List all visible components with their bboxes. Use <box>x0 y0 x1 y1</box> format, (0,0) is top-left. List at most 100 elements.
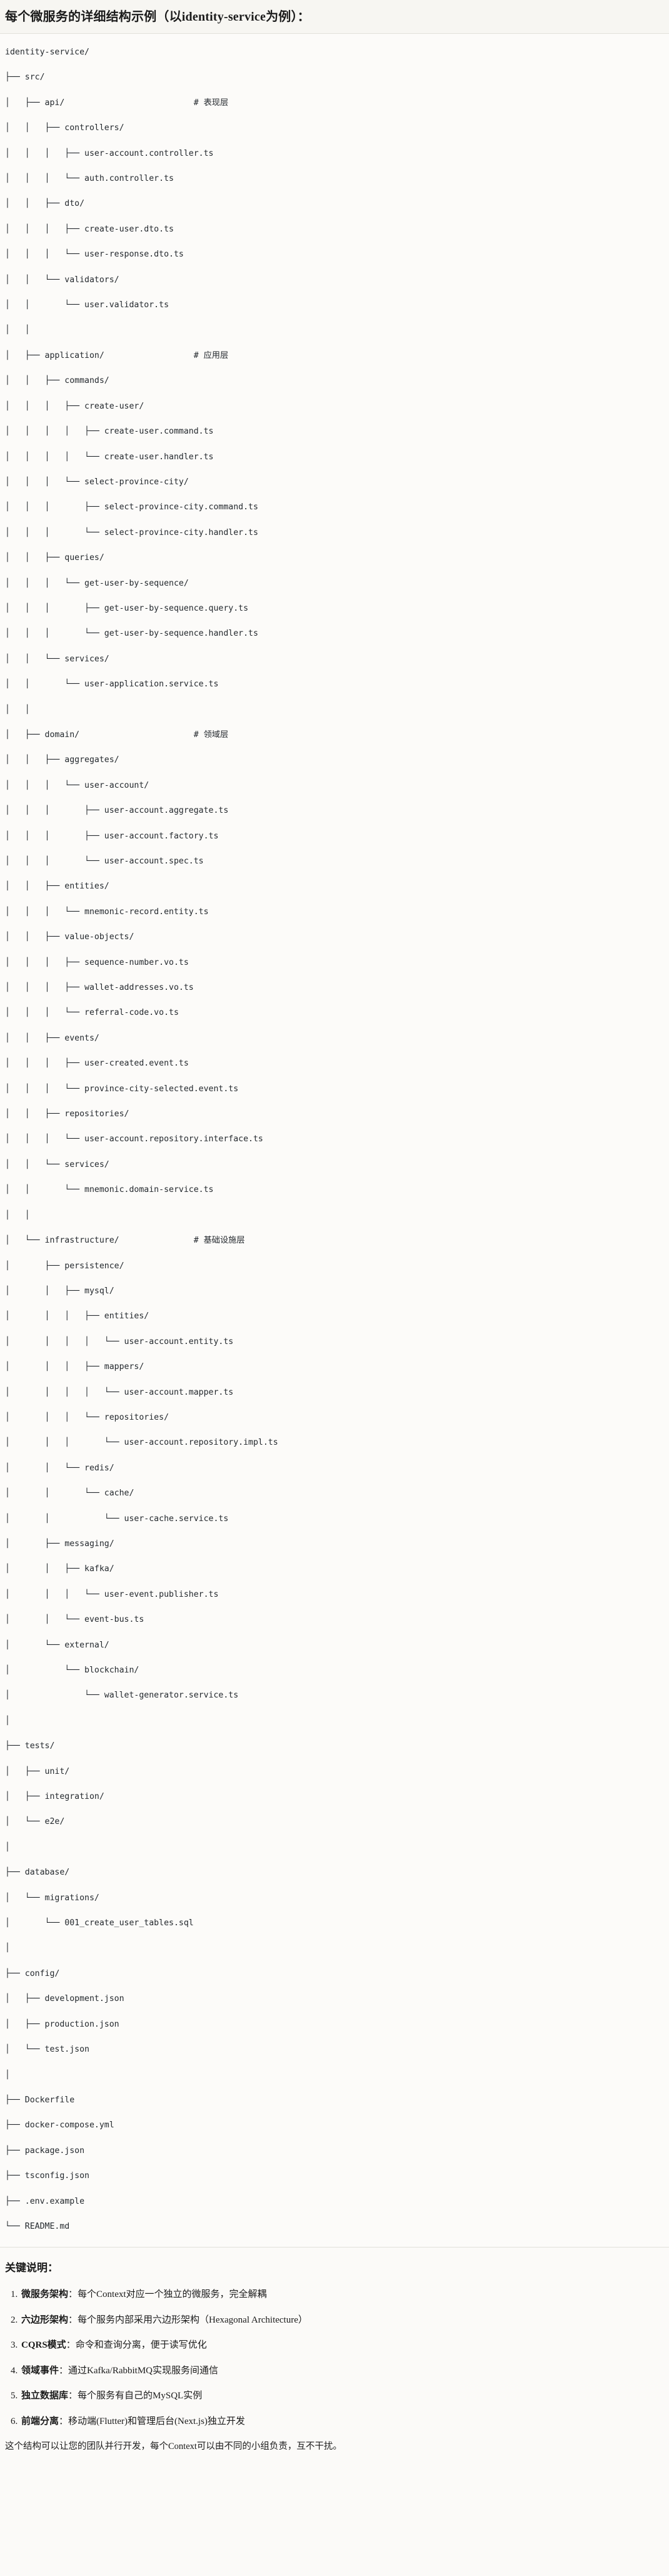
tree-row: │ │ │ └── select-province-city.handler.t… <box>5 527 258 537</box>
tree-row: │ │ ├── value-objects/ <box>5 932 134 942</box>
tree-row: │ │ │ │ └── user-account.entity.ts <box>5 1336 234 1347</box>
tree-row: │ └── migrations/ <box>5 1893 99 1903</box>
tree-row: │ │ └── validators/ <box>5 275 119 285</box>
tree-row: ├── docker-compose.yml <box>5 2120 114 2131</box>
tree-row: │ │ └── mnemonic.domain-service.ts <box>5 1185 214 1195</box>
key-note-description: ：每个服务有自己的MySQL实例 <box>68 2391 203 2401</box>
key-note-description: ：命令和查询分离，便于读写优化 <box>66 2340 207 2351</box>
tree-row: │ └── e2e/ <box>5 1817 65 1827</box>
key-note-description: ：移动端(Flutter)和管理后台(Next.js)独立开发 <box>59 2416 245 2426</box>
tree-row: │ │ │ └── user-account/ <box>5 780 149 790</box>
tree-row: │ │ │ └── user-account.repository.interf… <box>5 1134 263 1144</box>
tree-row: │ ├── integration/ <box>5 1792 104 1802</box>
tree-row: │ │ ├── commands/ <box>5 376 109 386</box>
key-note-item: 前端分离：移动端(Flutter)和管理后台(Next.js)独立开发 <box>20 2415 664 2429</box>
key-note-item: 六边形架构：每个服务内部采用六边形架构（Hexagonal Architectu… <box>20 2313 664 2328</box>
tree-row: │ │ │ └── user-account.repository.impl.t… <box>5 1438 278 1448</box>
tree-row: │ │ <box>5 705 30 715</box>
tree-row: │ │ │ ├── entities/ <box>5 1311 149 1321</box>
tree-row: │ │ │ └── repositories/ <box>5 1412 169 1422</box>
key-notes-heading: 关键说明： <box>5 2262 58 2274</box>
tree-row: │ │ │ ├── create-user/ <box>5 401 144 411</box>
tree-row: │ │ └── redis/ <box>5 1463 114 1473</box>
document-header: 每个微服务的详细结构示例（以identity-service为例）： <box>0 0 669 34</box>
tree-row: │ └── infrastructure/ # 基础设施层 <box>5 1236 245 1246</box>
key-note-term: 领域事件 <box>21 2365 59 2376</box>
directory-tree: identity-service/ ├── src/ │ ├── api/ # … <box>5 46 664 2233</box>
tree-row: identity-service/ <box>5 48 89 57</box>
tree-row: │ │ <box>5 1210 30 1220</box>
tree-row: │ <box>5 2070 10 2080</box>
tree-row: │ ├── messaging/ <box>5 1539 114 1549</box>
tree-row: │ │ │ ├── user-created.event.ts <box>5 1059 189 1069</box>
key-note-term: 独立数据库 <box>21 2391 69 2401</box>
tree-row: │ │ ├── kafka/ <box>5 1564 114 1574</box>
directory-tree-panel: identity-service/ ├── src/ │ ├── api/ # … <box>0 34 669 2248</box>
tree-row: ├── Dockerfile <box>5 2095 75 2105</box>
tree-row: │ └── test.json <box>5 2045 89 2055</box>
key-note-description: ：每个Context对应一个独立的微服务，完全解耦 <box>68 2289 267 2300</box>
tree-row: ├── tests/ <box>5 1741 55 1751</box>
tree-row: ├── .env.example <box>5 2196 85 2206</box>
key-note-item: 微服务架构：每个Context对应一个独立的微服务，完全解耦 <box>20 2288 664 2302</box>
tree-row: │ │ │ └── auth.controller.ts <box>5 174 174 184</box>
tree-row: │ │ └── user-cache.service.ts <box>5 1514 229 1524</box>
tree-row: │ │ │ │ └── user-account.mapper.ts <box>5 1387 234 1397</box>
tree-row: │ │ │ └── select-province-city/ <box>5 477 189 487</box>
tree-row: │ │ <box>5 325 30 335</box>
key-note-term: 六边形架构 <box>21 2314 69 2325</box>
tree-row: │ │ ├── queries/ <box>5 553 104 563</box>
tree-row: ├── src/ <box>5 73 45 83</box>
tree-row: │ │ │ └── user-event.publisher.ts <box>5 1589 219 1599</box>
tree-row: │ │ │ └── referral-code.vo.ts <box>5 1008 179 1018</box>
tree-row: │ │ │ ├── user-account.controller.ts <box>5 148 214 158</box>
tree-row: │ │ │ ├── wallet-addresses.vo.ts <box>5 983 194 993</box>
tree-row: │ └── external/ <box>5 1640 109 1650</box>
key-note-description: ：通过Kafka/RabbitMQ实现服务间通信 <box>59 2365 218 2376</box>
key-note-item: 领域事件：通过Kafka/RabbitMQ实现服务间通信 <box>20 2364 664 2378</box>
tree-row: │ ├── persistence/ <box>5 1261 124 1271</box>
tree-row: │ ├── api/ # 表现层 <box>5 98 229 108</box>
tree-layer-comment: # 应用层 <box>193 350 229 360</box>
key-notes-list: 微服务架构：每个Context对应一个独立的微服务，完全解耦六边形架构：每个服务… <box>5 2288 664 2428</box>
tree-layer-comment: # 基础设施层 <box>193 1236 245 1246</box>
tree-row: │ └── 001_create_user_tables.sql <box>5 1918 194 1928</box>
tree-row: │ │ │ └── get-user-by-sequence/ <box>5 578 189 588</box>
tree-row: │ │ │ ├── select-province-city.command.t… <box>5 502 258 512</box>
page-title: 每个微服务的详细结构示例（以identity-service为例）： <box>5 10 310 24</box>
tree-row: │ │ │ ├── mappers/ <box>5 1362 144 1372</box>
tree-row: ├── database/ <box>5 1868 70 1878</box>
tree-row: │ │ └── user.validator.ts <box>5 300 169 310</box>
tree-row: │ ├── unit/ <box>5 1766 70 1776</box>
tree-row: │ │ │ └── user-account.spec.ts <box>5 857 204 866</box>
tree-row: │ │ └── event-bus.ts <box>5 1615 144 1625</box>
key-note-item: CQRS模式：命令和查询分离，便于读写优化 <box>20 2338 664 2353</box>
tree-row: │ ├── production.json <box>5 2019 119 2029</box>
tree-row: │ │ │ ├── user-account.factory.ts <box>5 831 219 841</box>
tree-row: │ │ │ │ └── create-user.handler.ts <box>5 452 214 462</box>
key-notes-section: 关键说明： 微服务架构：每个Context对应一个独立的微服务，完全解耦六边形架… <box>0 2248 669 2471</box>
tree-row: │ │ │ ├── get-user-by-sequence.query.ts <box>5 603 249 613</box>
closing-paragraph: 这个结构可以让您的团队并行开发，每个Context可以由不同的小组负责，互不干扰… <box>5 2441 342 2452</box>
tree-row: ├── package.json <box>5 2146 85 2156</box>
key-note-description: ：每个服务内部采用六边形架构（Hexagonal Architecture） <box>68 2314 308 2325</box>
tree-row: ├── config/ <box>5 1968 60 1978</box>
tree-row: │ ├── domain/ # 领域层 <box>5 730 229 740</box>
tree-row: │ │ └── services/ <box>5 1159 109 1169</box>
tree-row: │ │ │ ├── user-account.aggregate.ts <box>5 806 229 816</box>
tree-row: │ │ └── user-application.service.ts <box>5 680 219 690</box>
tree-row: │ │ │ │ ├── create-user.command.ts <box>5 427 214 437</box>
tree-row: │ └── wallet-generator.service.ts <box>5 1691 239 1701</box>
tree-row: │ ├── development.json <box>5 1994 124 2004</box>
tree-row: │ │ ├── mysql/ <box>5 1286 114 1296</box>
tree-row: │ └── blockchain/ <box>5 1666 139 1675</box>
tree-layer-comment: # 领域层 <box>193 730 229 740</box>
key-note-term: 前端分离 <box>21 2416 59 2426</box>
tree-row: │ │ │ └── mnemonic-record.entity.ts <box>5 907 209 917</box>
tree-row: │ │ ├── dto/ <box>5 199 85 209</box>
key-note-term: CQRS模式 <box>21 2340 66 2351</box>
tree-row: │ <box>5 1943 10 1953</box>
tree-row: │ │ │ ├── sequence-number.vo.ts <box>5 957 189 967</box>
tree-row: │ ├── application/ # 应用层 <box>5 350 229 360</box>
tree-row: └── README.md <box>5 2221 70 2231</box>
